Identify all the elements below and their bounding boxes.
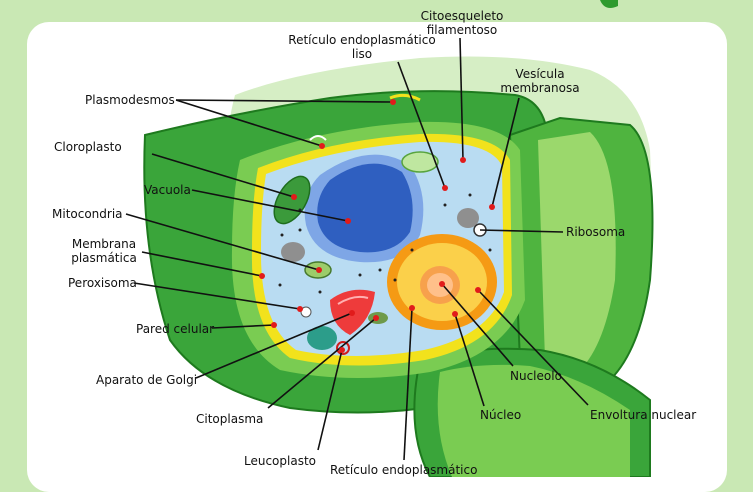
label-citoesqueleto-2: filamentoso: [427, 23, 498, 37]
plant-cell-diagram: Citoesqueleto filamentoso Retículo endop…: [52, 0, 696, 477]
label-membrana-1: Membrana: [72, 237, 136, 251]
label-mitocondria: Mitocondria: [52, 207, 123, 221]
diagram-stage: Citoesqueleto filamentoso Retículo endop…: [27, 0, 727, 492]
golgi-stripe: [337, 295, 369, 305]
label-citoesqueleto-1: Citoesqueleto: [421, 9, 504, 23]
label-reticulo-liso-2: liso: [352, 47, 372, 61]
golgi-vesicle: [336, 341, 350, 355]
plasmodesma-2: [309, 135, 327, 141]
label-nucleo: Núcleo: [480, 408, 521, 422]
label-envoltura: Envoltura nuclear: [590, 408, 696, 422]
header-decoration: [600, 0, 618, 8]
plasmodesma: [389, 93, 421, 102]
pointer-dots: [259, 99, 495, 353]
label-leucoplasto: Leucoplasto: [244, 454, 316, 468]
label-reticulo-liso-1: Retículo endoplasmático: [288, 33, 435, 47]
label-pared: Pared celular: [136, 322, 214, 336]
label-reticulo: Retículo endoplasmático: [330, 463, 477, 477]
vesicle-blob: [457, 208, 479, 228]
label-nucleolo: Nucleolo: [510, 369, 562, 383]
ribosome-dots: [278, 193, 492, 294]
label-peroxisoma: Peroxisoma: [68, 276, 137, 290]
label-lines: [125, 37, 589, 461]
label-golgi: Aparato de Golgi: [96, 373, 197, 387]
label-vacuola: Vacuola: [144, 183, 191, 197]
label-cloroplasto: Cloroplasto: [54, 140, 122, 154]
peroxisome-blob: [281, 242, 305, 262]
label-plasmodesmos: Plasmodesmos: [85, 93, 175, 107]
cytoplasm-organelle: [307, 326, 337, 350]
label-membrana-2: plasmática: [71, 251, 137, 265]
label-citoplasma: Citoplasma: [196, 412, 263, 426]
vacuole: [317, 163, 413, 253]
cell-wall-front-light: [437, 364, 630, 477]
label-vesicula-2: membranosa: [500, 81, 579, 95]
chloroplast-2: [401, 151, 439, 173]
peroxisome: [300, 306, 312, 318]
label-vesicula-1: Vesícula: [515, 67, 564, 81]
cell-wall-side-light: [538, 132, 616, 370]
label-ribosoma: Ribosoma: [566, 225, 625, 239]
